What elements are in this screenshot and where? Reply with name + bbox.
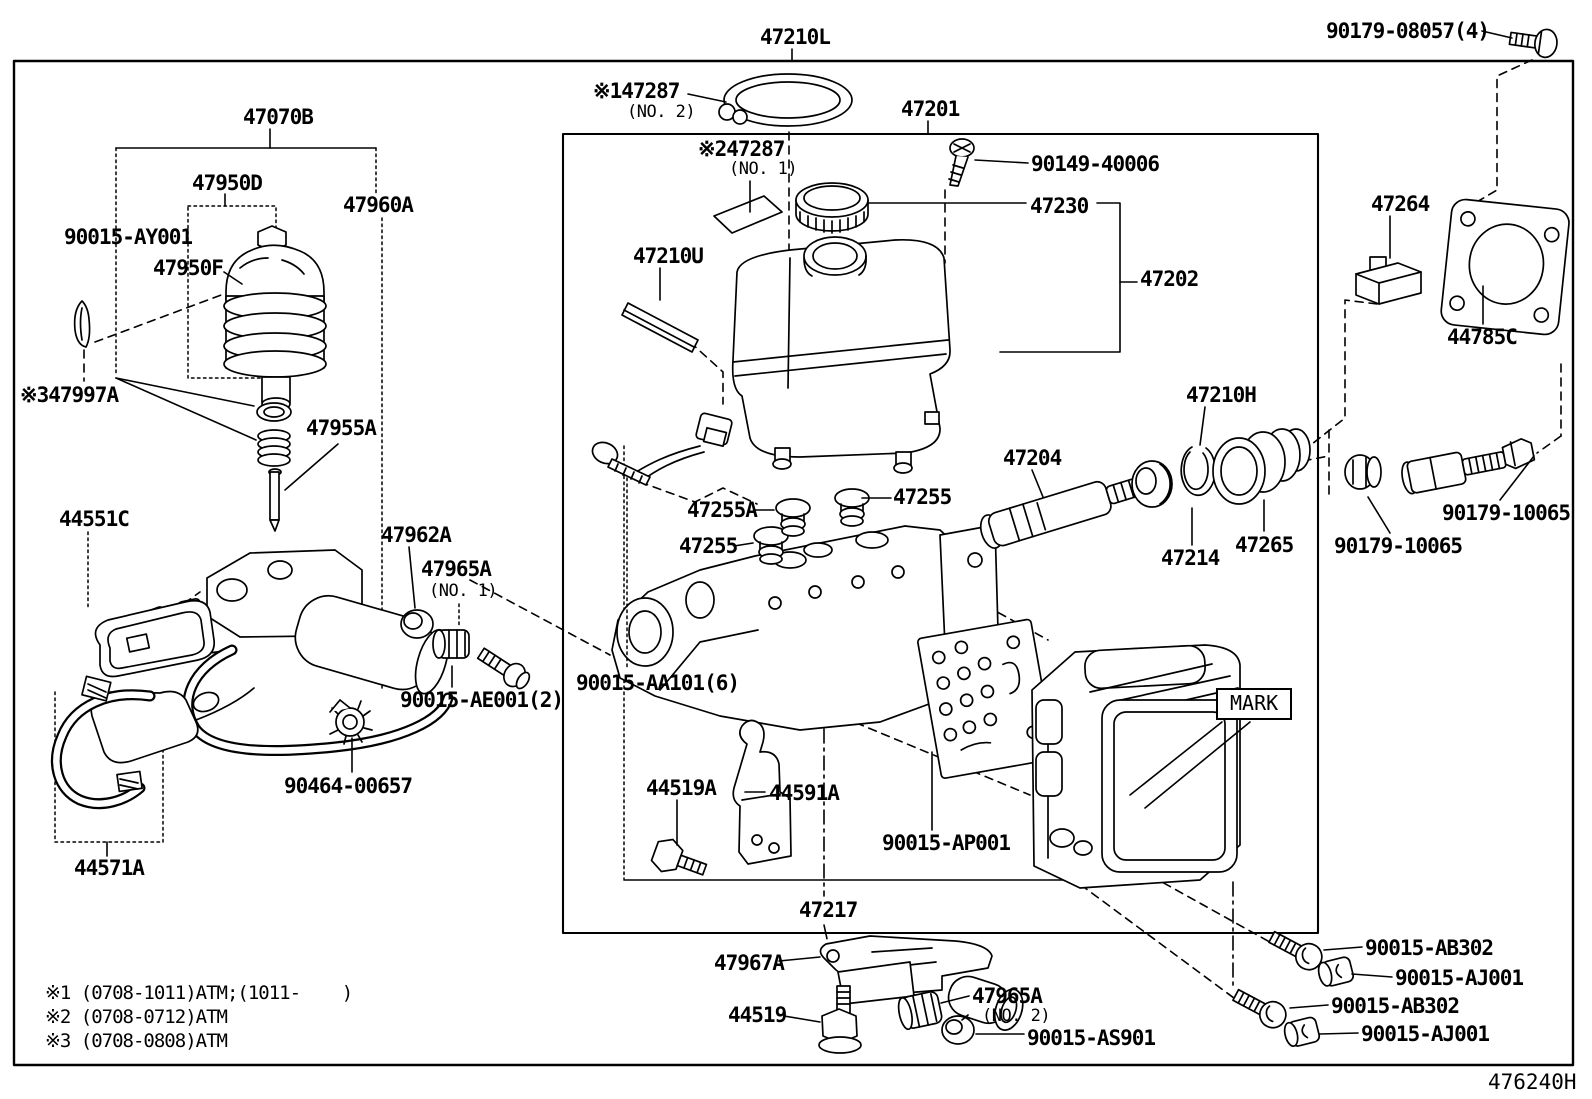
clamp-90464-00657-drawing xyxy=(329,699,373,745)
footnote-1: ※1 (0708-1011)ATM;(1011- ) xyxy=(45,982,353,1004)
cap-90015-AJ001-2-drawing xyxy=(1283,1016,1321,1048)
mark-callout: MARK xyxy=(1216,688,1293,720)
reservoir-tank-drawing xyxy=(731,236,951,474)
hose-44571A-drawing xyxy=(50,675,156,810)
bolt-90015-AA101-drawing xyxy=(591,441,651,486)
label-47965A-no2: 47965A xyxy=(972,984,1043,1008)
label-47965A-no2-sub: (NO. 2) xyxy=(982,1006,1051,1026)
label-47255-right: 47255 xyxy=(893,485,952,509)
label-47255-left: 47255 xyxy=(679,534,738,558)
label-90015-AA101: 90015-AA101(6) xyxy=(576,671,740,695)
abs-actuator-drawing xyxy=(1031,644,1241,889)
snap-ring-147287-drawing xyxy=(718,73,853,127)
label-44785C: 44785C xyxy=(1447,325,1518,349)
label-44519: 44519 xyxy=(728,1003,787,1027)
label-147287: ※147287 xyxy=(593,79,680,103)
label-90179-10065-left: 90179-10065 xyxy=(1334,534,1463,558)
label-90015-AP001: 90015-AP001 xyxy=(882,831,1011,855)
label-90015-AJ001-2: 90015-AJ001 xyxy=(1361,1022,1490,1046)
label-47255A: 47255A xyxy=(687,498,758,522)
diagram-code: 476240H xyxy=(1488,1070,1577,1094)
label-47264: 47264 xyxy=(1371,192,1430,216)
clip-47997A-drawing xyxy=(73,300,91,348)
label-47204: 47204 xyxy=(1003,446,1062,470)
bolt-90015-AB302-1-drawing xyxy=(1268,930,1323,971)
seal-47214-drawing xyxy=(1131,460,1173,508)
label-90464-00657: 90464-00657 xyxy=(284,774,413,798)
label-90149-40006: 90149-40006 xyxy=(1031,152,1160,176)
label-247287-no1: (NO. 1) xyxy=(729,159,798,179)
label-47265: 47265 xyxy=(1235,533,1294,557)
gasket-44785C-drawing xyxy=(1440,198,1570,336)
label-44551C: 44551C xyxy=(59,507,130,531)
label-90179-08057: 90179-08057(4) xyxy=(1326,19,1490,43)
bushing-47965A-no2-drawing xyxy=(897,991,943,1031)
label-90015-AB302-2: 90015-AB302 xyxy=(1331,994,1460,1018)
grommet-47255A-drawing xyxy=(775,498,811,537)
wire-harness-44551C-drawing xyxy=(90,599,255,764)
reservoir-connector-drawing xyxy=(629,412,733,483)
construction-lines xyxy=(83,59,1562,1005)
label-247287: ※247287 xyxy=(698,137,785,161)
ring-90015-AS901-drawing xyxy=(941,1014,975,1045)
label-47960A: 47960A xyxy=(343,193,414,217)
nut-90179-10065-left-drawing xyxy=(1344,454,1382,490)
bolt-90179-08057-drawing xyxy=(1508,28,1558,59)
label-90015-AJ001-1: 90015-AJ001 xyxy=(1395,966,1524,990)
boot-47265-drawing xyxy=(1212,428,1311,505)
bushing-47965A-no1-drawing xyxy=(432,629,470,659)
bracket-47967A-drawing xyxy=(819,935,1024,1031)
bolt-44519-drawing xyxy=(818,985,862,1054)
label-90015-AS901: 90015-AS901 xyxy=(1027,1026,1156,1050)
label-47230: 47230 xyxy=(1030,194,1089,218)
rod-90179-10065-right-drawing xyxy=(1401,438,1536,495)
master-cylinder-drawing xyxy=(611,524,1001,731)
grommet-47255-right-drawing xyxy=(834,488,870,527)
label-47217: 47217 xyxy=(799,898,858,922)
rod-47210U-drawing xyxy=(621,302,699,353)
label-47202: 47202 xyxy=(1140,267,1199,291)
label-47997A: ※347997A xyxy=(20,383,119,407)
label-47210H: 47210H xyxy=(1186,383,1257,407)
bolt-90015-AE001-drawing xyxy=(476,647,531,690)
label-47210L: 47210L xyxy=(760,25,831,49)
bolt-44519A-drawing xyxy=(650,838,708,876)
cap-90015-AJ001-1-drawing xyxy=(1317,956,1355,987)
leader-lines xyxy=(87,30,1535,1035)
footnote-2: ※2 (0708-0712)ATM xyxy=(45,1006,228,1028)
label-47965A-no1: 47965A xyxy=(421,557,492,581)
screw-90149-40006-drawing xyxy=(948,138,975,187)
frame-boxes xyxy=(12,59,1575,1067)
label-90015-AE001: 90015-AE001(2) xyxy=(400,688,564,712)
label-90015-AB302-1: 90015-AB302 xyxy=(1365,936,1494,960)
caution-label-247287-drawing xyxy=(713,195,783,234)
clip-47264-drawing xyxy=(1355,256,1422,305)
label-44571A: 44571A xyxy=(74,856,145,880)
label-47070B: 47070B xyxy=(243,105,314,129)
footnote-3: ※3 (0708-0808)ATM xyxy=(45,1030,228,1052)
label-47214: 47214 xyxy=(1161,546,1220,570)
label-44591A: 44591A xyxy=(769,781,840,805)
reservoir-cap-drawing xyxy=(795,182,869,234)
o-ring-47210H-drawing xyxy=(1180,446,1217,497)
label-90179-10065-right: 90179-10065 xyxy=(1442,501,1571,525)
label-147287-no2: (NO. 2) xyxy=(627,102,696,122)
bolt-90015-AB302-2-drawing xyxy=(1232,988,1287,1029)
label-44519A: 44519A xyxy=(646,776,717,800)
accumulator-47950F-drawing xyxy=(223,225,327,411)
label-47955A: 47955A xyxy=(306,416,377,440)
seal-47962A-drawing xyxy=(400,609,434,639)
label-47950D: 47950D xyxy=(192,171,263,195)
label-47965A-no1-sub: (NO. 1) xyxy=(429,581,498,601)
label-90015-AY001: 90015-AY001 xyxy=(64,225,193,249)
label-47967A: 47967A xyxy=(714,951,785,975)
label-47201: 47201 xyxy=(901,97,960,121)
label-47962A: 47962A xyxy=(381,523,452,547)
label-47950F: 47950F xyxy=(153,256,224,280)
o-ring-spring-pin-47955A-drawing xyxy=(256,402,292,532)
grommet-47255-left-drawing xyxy=(753,526,789,565)
label-47210U: 47210U xyxy=(633,244,704,268)
